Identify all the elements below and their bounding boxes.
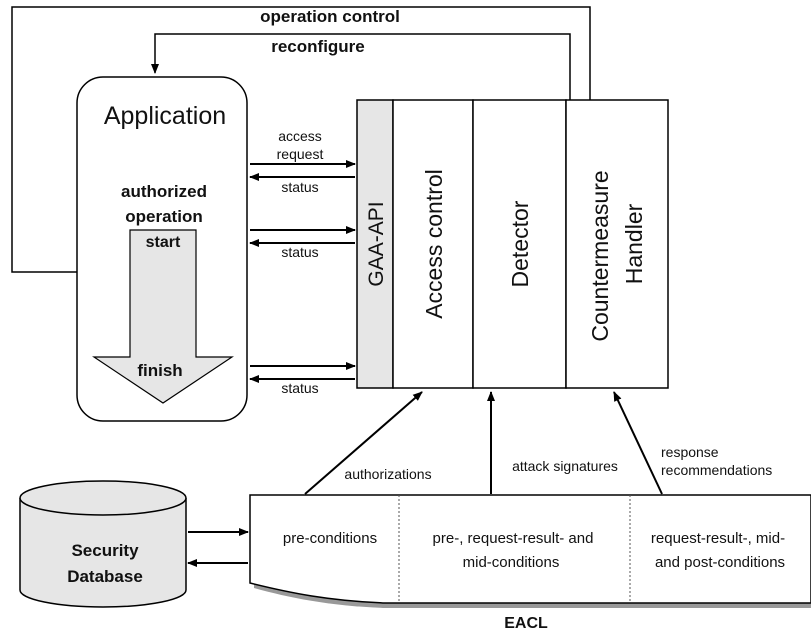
reconfigure-label: reconfigure — [271, 37, 365, 56]
countermeasure-handler-block — [565, 99, 669, 389]
finish-label: finish — [137, 361, 182, 380]
operation-progress-arrow — [92, 229, 234, 404]
handler-label: Handler — [621, 203, 647, 284]
security-database — [19, 480, 187, 608]
eacl-section-3-line2: and post-conditions — [655, 554, 785, 571]
eacl-flow-arrows — [304, 391, 663, 495]
eacl-document — [249, 494, 811, 608]
detector-block — [472, 99, 567, 389]
access-control-block — [392, 99, 474, 389]
access-control-label: Access control — [421, 169, 447, 319]
detector-label: Detector — [507, 200, 533, 287]
eacl-label: EACL — [504, 615, 548, 632]
eacl-section-2-line1: pre-, request-result- and — [433, 530, 594, 547]
database-eacl-arrows — [187, 528, 249, 567]
database-label: Database — [67, 567, 143, 586]
countermeasure-label: Countermeasure — [587, 170, 613, 341]
operation-label: operation — [125, 207, 202, 226]
status-label-2: status — [281, 244, 318, 260]
access-label: access — [278, 128, 322, 144]
authorizations-label: authorizations — [344, 466, 431, 482]
status-label-1: status — [281, 179, 318, 195]
start-label: start — [146, 234, 181, 251]
recommendations-label: recommendations — [661, 462, 772, 478]
request-label: request — [277, 146, 324, 162]
reconfigure-connector — [151, 33, 571, 100]
application-title: Application — [104, 102, 226, 130]
security-label: Security — [71, 541, 139, 560]
gaa-api-label: GAA-API — [365, 201, 388, 286]
authorized-label: authorized — [121, 182, 207, 201]
gaa-api-block — [356, 99, 394, 389]
response-label: response — [661, 444, 719, 460]
request-status-arrows — [249, 160, 356, 383]
eacl-section-2-line2: mid-conditions — [463, 554, 560, 571]
operation-control-connector — [11, 6, 591, 276]
attack-signatures-label: attack signatures — [512, 458, 618, 474]
eacl-section-1-line1: pre-conditions — [283, 530, 377, 547]
status-label-3: status — [281, 380, 318, 396]
eacl-section-3-line1: request-result-, mid- — [651, 530, 785, 547]
operation-control-label: operation control — [260, 7, 400, 26]
